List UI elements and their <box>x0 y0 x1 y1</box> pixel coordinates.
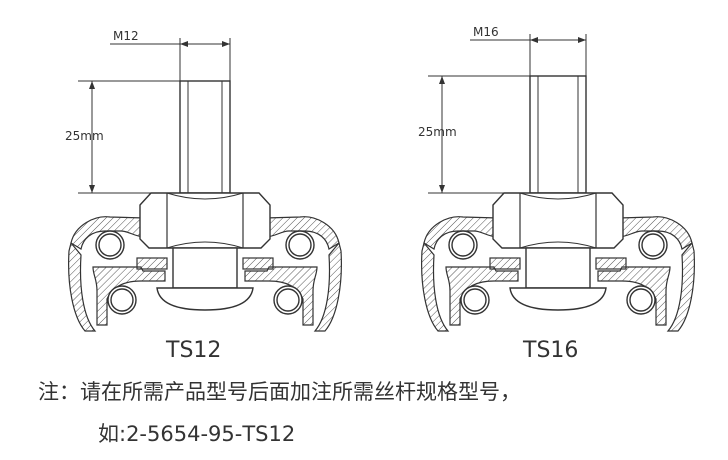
ts16-drawing: M16 25mm <box>418 25 696 332</box>
ts12-drawing: M12 25mm <box>65 29 343 332</box>
ts12-model-label: TS12 <box>166 338 222 363</box>
ts16-length-dimension-label: 25mm <box>418 125 457 139</box>
ts12-length-dimension-label: 25mm <box>65 129 104 143</box>
ts16-thread-dimension-label: M16 <box>473 25 499 39</box>
ts12-thread-dimension-label: M12 <box>113 29 139 43</box>
ts16-threaded-stud <box>529 75 587 194</box>
note-line-2: 如:2-5654-95-TS12 <box>98 422 296 446</box>
ts16-model-label: TS16 <box>523 338 579 363</box>
note-line-1: 注：请在所需产品型号后面加注所需丝杆规格型号， <box>38 380 521 404</box>
